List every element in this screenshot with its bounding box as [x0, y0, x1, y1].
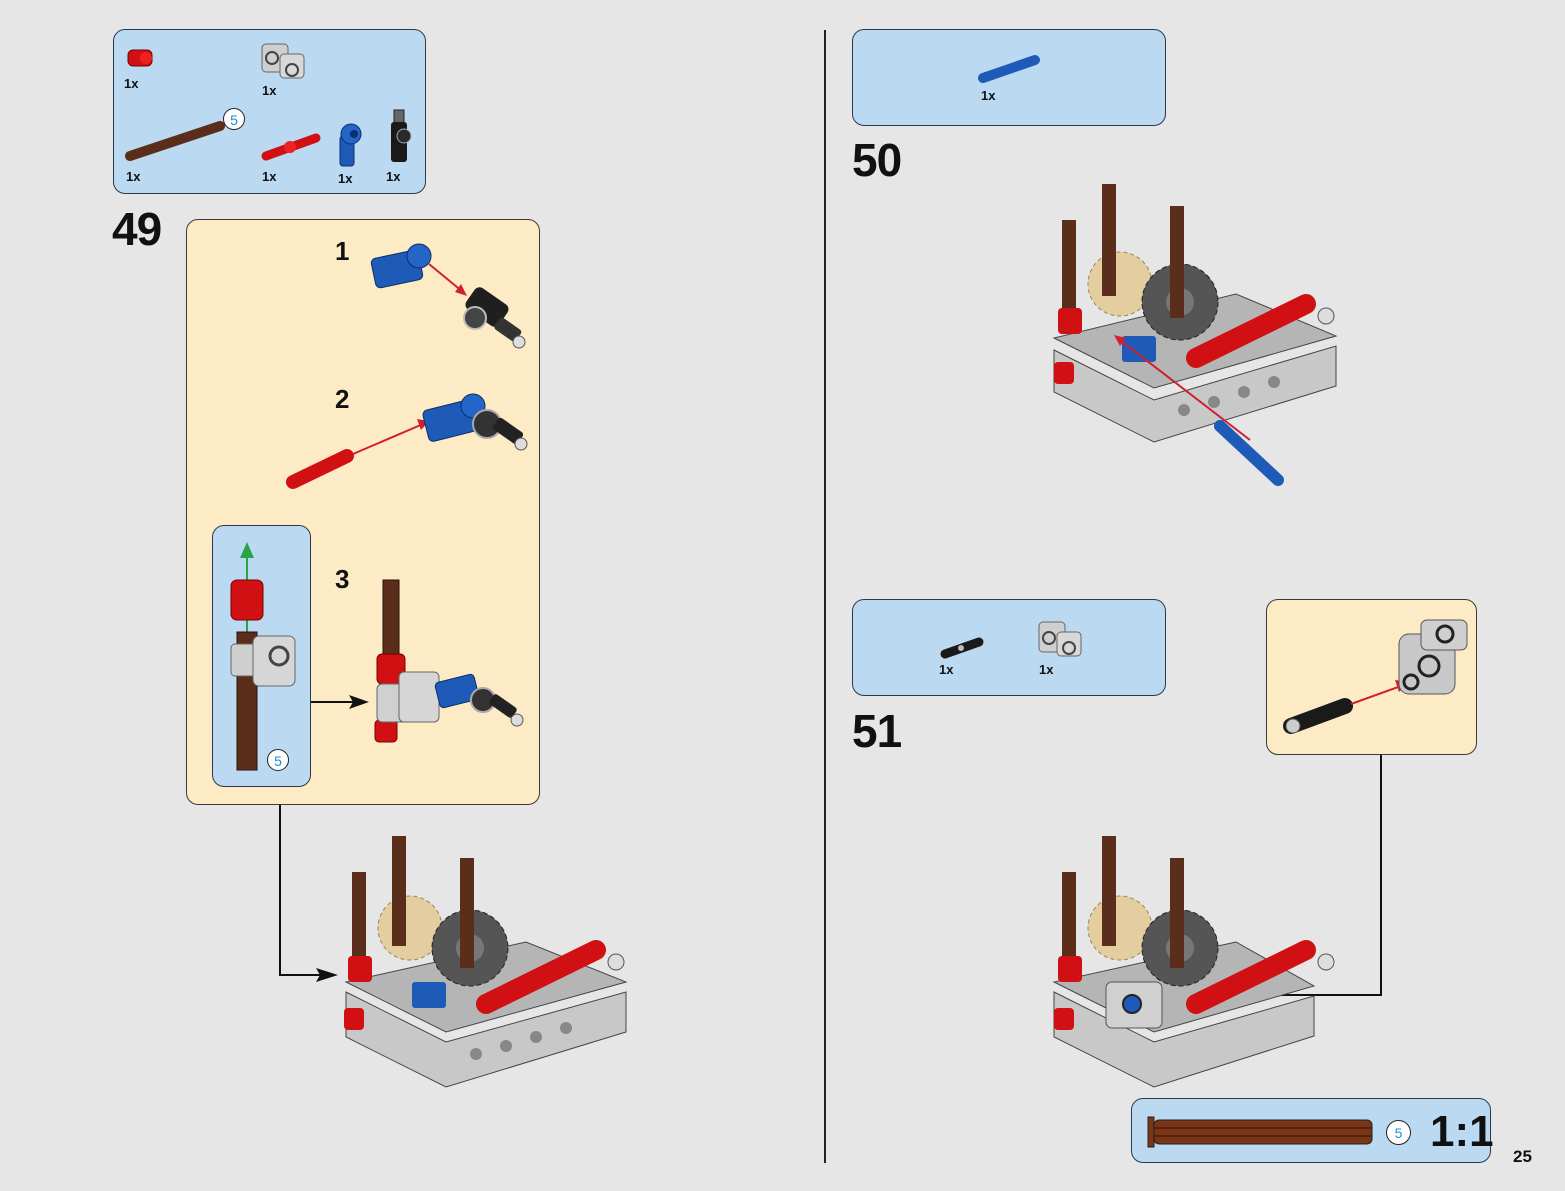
step49-substeps-callout: 1 2 5 3	[186, 219, 540, 805]
blue-connector-icon	[370, 243, 432, 289]
red-bush-icon	[1054, 956, 1082, 1030]
step-number-49: 49	[112, 203, 162, 255]
step51-subassembly-illustration	[1283, 619, 1468, 734]
page-divider	[824, 30, 826, 1163]
part-qty: 1x	[338, 171, 353, 186]
substep2-assembly-illustration	[286, 393, 528, 489]
part-qty: 1x	[1039, 662, 1054, 677]
brown-axle-icon	[1062, 836, 1184, 982]
black-connector-icon	[470, 687, 524, 727]
red-axle-connector-icon	[1186, 294, 1335, 368]
scale-ratio: 1:1	[1430, 1107, 1494, 1156]
scale-reference-box: 5 1:1	[1131, 1098, 1494, 1163]
part-qty: 1x	[981, 88, 996, 103]
part-qty: 1x	[126, 169, 141, 184]
blue-axle-pin-part-icon	[978, 55, 1040, 83]
step51-model-illustration	[1052, 836, 1335, 1088]
red-axle-connector-icon	[476, 940, 625, 1014]
red-bush-icon	[1054, 308, 1082, 384]
blue-connector-icon	[422, 393, 486, 442]
step50-parts-callout: 1x	[852, 29, 1166, 126]
substep3-inset-callout: 5	[212, 525, 311, 787]
red-bush-icon	[344, 956, 372, 1030]
red-axle-pin-part-icon	[261, 133, 321, 161]
brown-axle-icon	[352, 836, 474, 982]
blue-axle-pin-icon	[1214, 420, 1284, 486]
blue-connector-icon	[412, 982, 446, 1008]
part-qty: 1x	[262, 169, 277, 184]
insert-arrow-icon	[352, 419, 429, 455]
step49-result-connector-arrow-icon	[279, 805, 338, 982]
gray-connector-icon	[1105, 981, 1163, 1029]
part-qty: 1x	[124, 76, 139, 91]
gray-connector-icon	[230, 635, 296, 687]
part-qty: 1x	[262, 83, 277, 98]
black-pin-part-icon	[940, 637, 984, 659]
red-bush-icon	[230, 579, 264, 621]
insert-arrow-icon	[1114, 335, 1251, 441]
inset-result-arrow-icon	[311, 695, 369, 709]
red-axle-pin-icon	[286, 449, 354, 489]
blue-connector-icon	[1122, 336, 1156, 362]
step-number-51: 51	[852, 705, 902, 757]
gray-connector-icon	[1398, 619, 1468, 695]
brown-axle-part-icon	[125, 121, 225, 161]
axle-length-badge: 5	[267, 749, 289, 771]
axle-length-badge: 5	[1386, 1120, 1411, 1145]
substep1-assembly-illustration	[370, 243, 526, 349]
gray-connector-icon	[376, 671, 440, 723]
black-pin-icon	[1283, 698, 1353, 734]
page-number: 25	[1513, 1147, 1532, 1166]
step49-parts-callout: 1x 1x 5 1x 1x 1x 1x	[113, 29, 426, 194]
brown-axle-icon	[1062, 184, 1184, 332]
step49-model-illustration	[344, 836, 628, 1088]
red-bush-icon	[374, 653, 406, 743]
gray-connector-part-icon	[261, 43, 305, 79]
step50-model-illustration	[1052, 184, 1338, 486]
red-bush-part-icon	[127, 49, 153, 67]
step-number-50: 50	[852, 134, 902, 186]
step51-subassembly-callout	[1266, 599, 1477, 755]
substep-number-2: 2	[335, 384, 350, 414]
blue-connector-part-icon	[339, 123, 362, 167]
red-axle-connector-icon	[1186, 940, 1335, 1014]
substep3-inset-illustration	[230, 542, 296, 771]
axle-length-badge: 5	[223, 108, 245, 130]
black-connector-icon	[463, 287, 526, 349]
substep3-assembly-illustration	[374, 579, 524, 743]
step51-parts-callout: 1x 1x	[852, 599, 1166, 696]
insert-arrow-icon	[428, 263, 467, 296]
gray-connector-part-icon	[1038, 621, 1082, 657]
black-connector-icon	[472, 409, 528, 451]
black-connector-part-icon	[391, 109, 412, 162]
part-qty: 1x	[939, 662, 954, 677]
blue-connector-icon	[434, 673, 480, 709]
substep-number-3: 3	[335, 564, 350, 594]
substep-number-1: 1	[335, 236, 350, 266]
brown-axle-scale-icon	[1147, 1116, 1373, 1148]
part-qty: 1x	[386, 169, 401, 184]
